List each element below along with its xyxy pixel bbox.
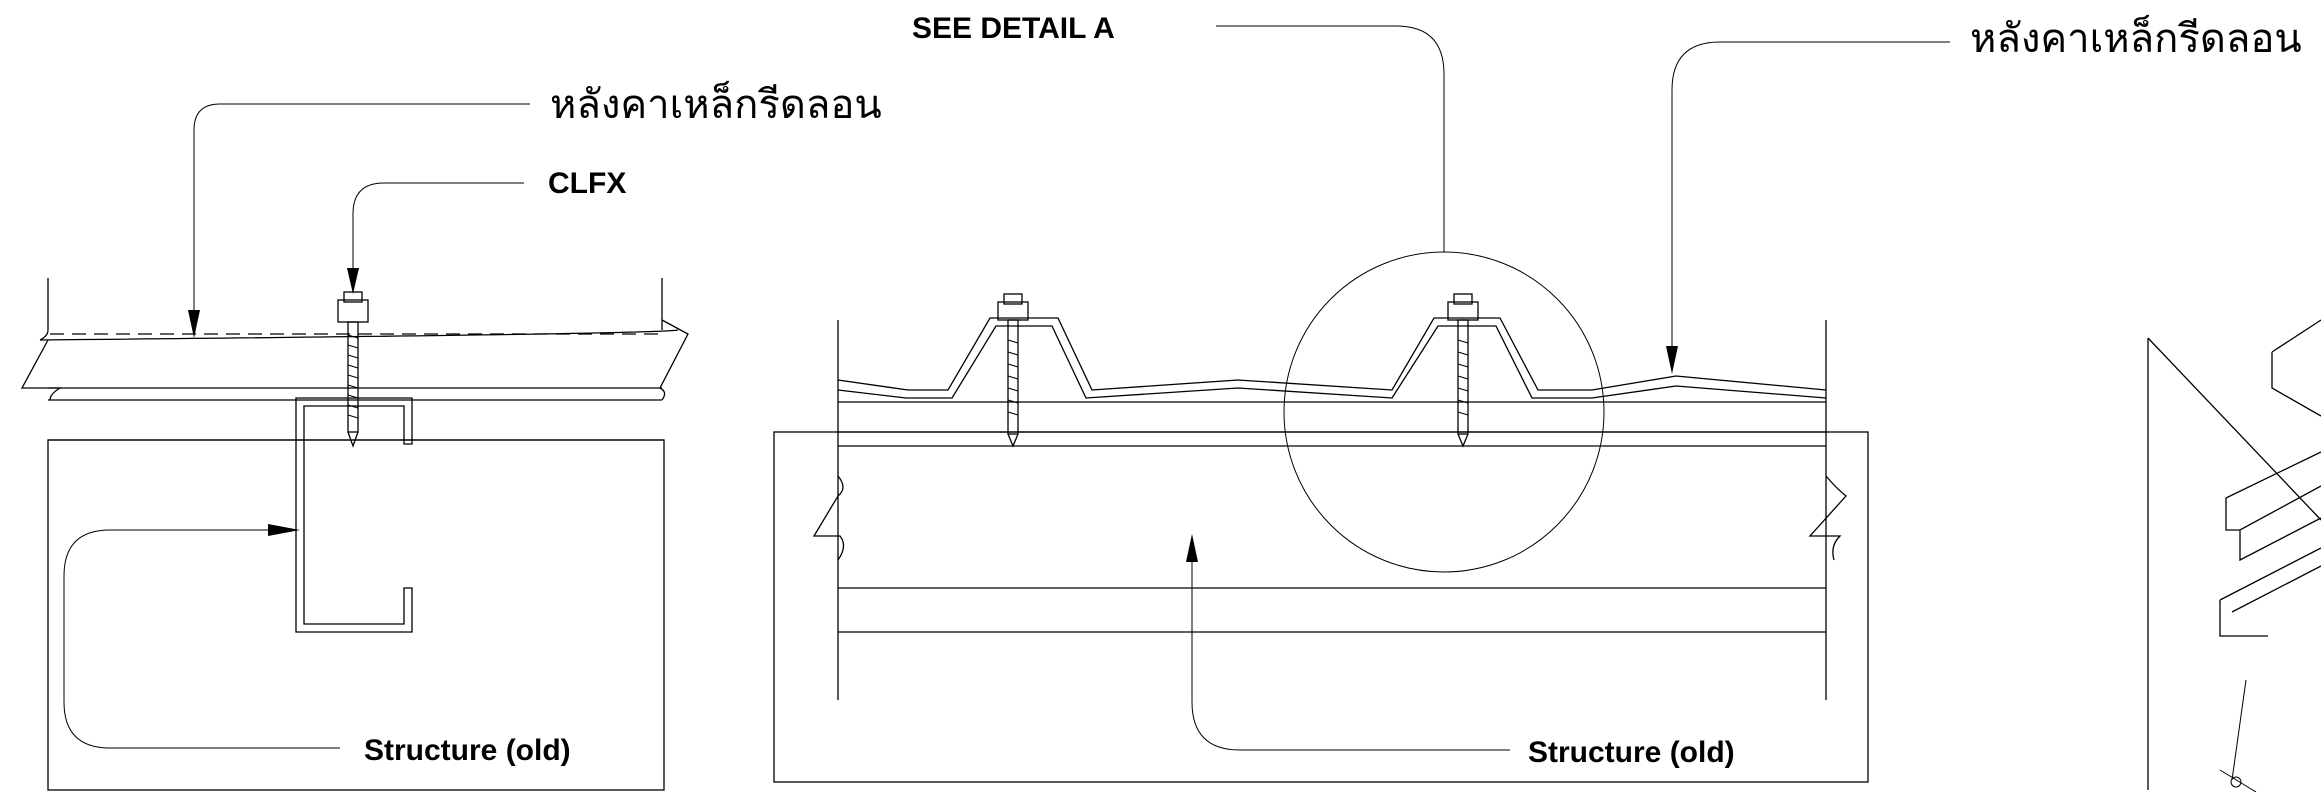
structure-label-center: Structure (old): [1528, 736, 1735, 769]
screw-center-2: [1447, 293, 1479, 448]
leader-clfx: [352, 182, 524, 268]
left-section: หลังคาเหล็กรีดลอน CLFX Structure (old): [20, 80, 882, 791]
leader-roof-sheet-left: [193, 103, 530, 312]
c-purlin: [295, 397, 413, 633]
roof-sheet-label-right: หลังคาเหล็กรีดลอน: [1970, 14, 2302, 62]
clfx-screw: [337, 291, 369, 448]
structure-block-left: [47, 439, 665, 791]
break-line-left: [20, 339, 63, 401]
screw-center-1: [997, 293, 1029, 448]
leader-structure-left: [63, 529, 340, 749]
corrugated-sheet: [837, 317, 1827, 391]
structure-label-left: Structure (old): [364, 734, 571, 767]
leader-roof-sheet-right: [1671, 41, 1950, 348]
break-line-center-left: [812, 475, 845, 561]
roof-sheet-label-left: หลังคาเหล็กรีดลอน: [550, 80, 882, 128]
detail-a-circle: [1283, 251, 1605, 573]
center-section: SEE DETAIL A หลังคาเหล็กรีดลอน Structure…: [773, 12, 2302, 783]
break-line-right: [659, 319, 689, 401]
break-line-center-right: [1808, 475, 1847, 561]
structure-block-center: [773, 431, 1869, 783]
leader-see-detail: [1216, 25, 1445, 252]
leader-structure-center: [1191, 560, 1510, 751]
clfx-label: CLFX: [548, 167, 626, 200]
isometric-view: [2147, 319, 2321, 792]
see-detail-label: SEE DETAIL A: [912, 12, 1115, 45]
